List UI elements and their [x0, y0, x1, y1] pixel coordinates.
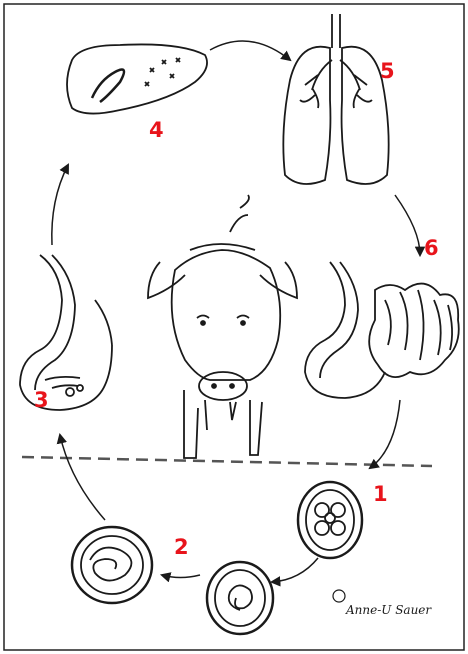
stomach-drawing [20, 255, 112, 410]
stage-label-4: 4 [149, 120, 164, 141]
lungs-drawing [283, 14, 388, 184]
stage-label-3: 3 [34, 390, 49, 411]
stage-label-2: 2 [174, 537, 189, 558]
arrow-intestine-to-egg [370, 400, 400, 468]
stage-label-6: 6 [424, 238, 439, 259]
arrow-egg-to-embryo [272, 558, 318, 582]
cycle-arrows [52, 41, 420, 582]
arrow-stomach-to-liver [52, 165, 68, 245]
pig-drawing [148, 195, 297, 458]
signature: Anne-U Sauer [333, 590, 432, 617]
egg-1-drawing [298, 482, 362, 558]
egg-larva-drawing [72, 527, 152, 603]
liver-drawing [67, 44, 207, 113]
stage-label-1: 1 [373, 484, 388, 505]
arrow-liver-to-lungs [210, 41, 290, 60]
arrow-lungs-to-intestine [395, 195, 420, 255]
intestine-drawing [305, 262, 459, 398]
arrow-embryo-to-stomach [60, 435, 105, 520]
egg-embryo-drawing [207, 562, 273, 634]
ground-line [22, 457, 432, 466]
stage-label-5: 5 [380, 61, 395, 82]
arrow-embryo-to-embryo2 [162, 575, 200, 578]
signature-text: Anne-U Sauer [345, 603, 432, 617]
